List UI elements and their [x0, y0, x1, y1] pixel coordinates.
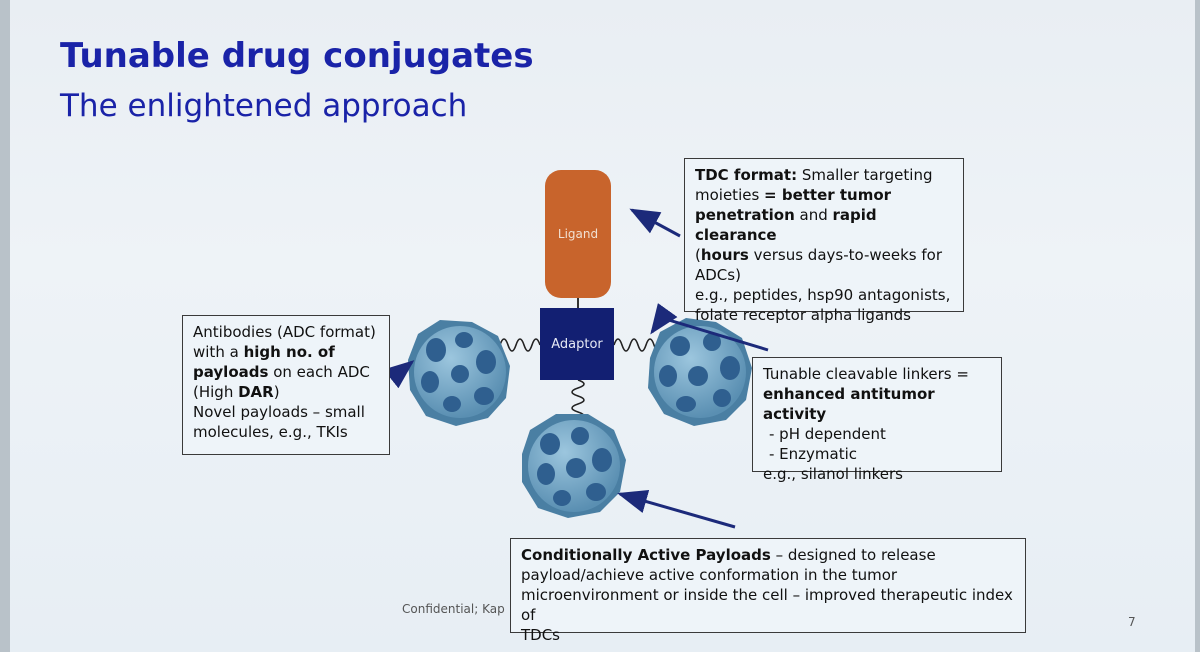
tdc-heading: TDC format:	[695, 166, 797, 184]
adaptor-label: Adaptor	[551, 337, 603, 352]
active-payloads-box: Conditionally Active Payloads – designed…	[510, 538, 1026, 633]
arrow-to-bottom-sphere	[620, 494, 735, 527]
ligand-label: Ligand	[558, 227, 598, 241]
adaptor-block: Adaptor	[540, 308, 614, 380]
page-number: 7	[1128, 615, 1136, 629]
confidential-footer: Confidential; Kap	[402, 602, 505, 616]
payload-sphere-right	[648, 318, 752, 426]
arrow-to-ligand	[632, 210, 680, 236]
payload-sphere-bottom	[522, 414, 626, 518]
cleavable-linkers-box: Tunable cleavable linkers = enhanced ant…	[752, 357, 1002, 472]
adc-format-box: Antibodies (ADC format) with a high no. …	[182, 315, 390, 455]
payload-sphere-left	[408, 320, 510, 426]
ligand-block: Ligand	[545, 170, 611, 298]
tdc-format-box: TDC format: Smaller targeting moieties =…	[684, 158, 964, 312]
